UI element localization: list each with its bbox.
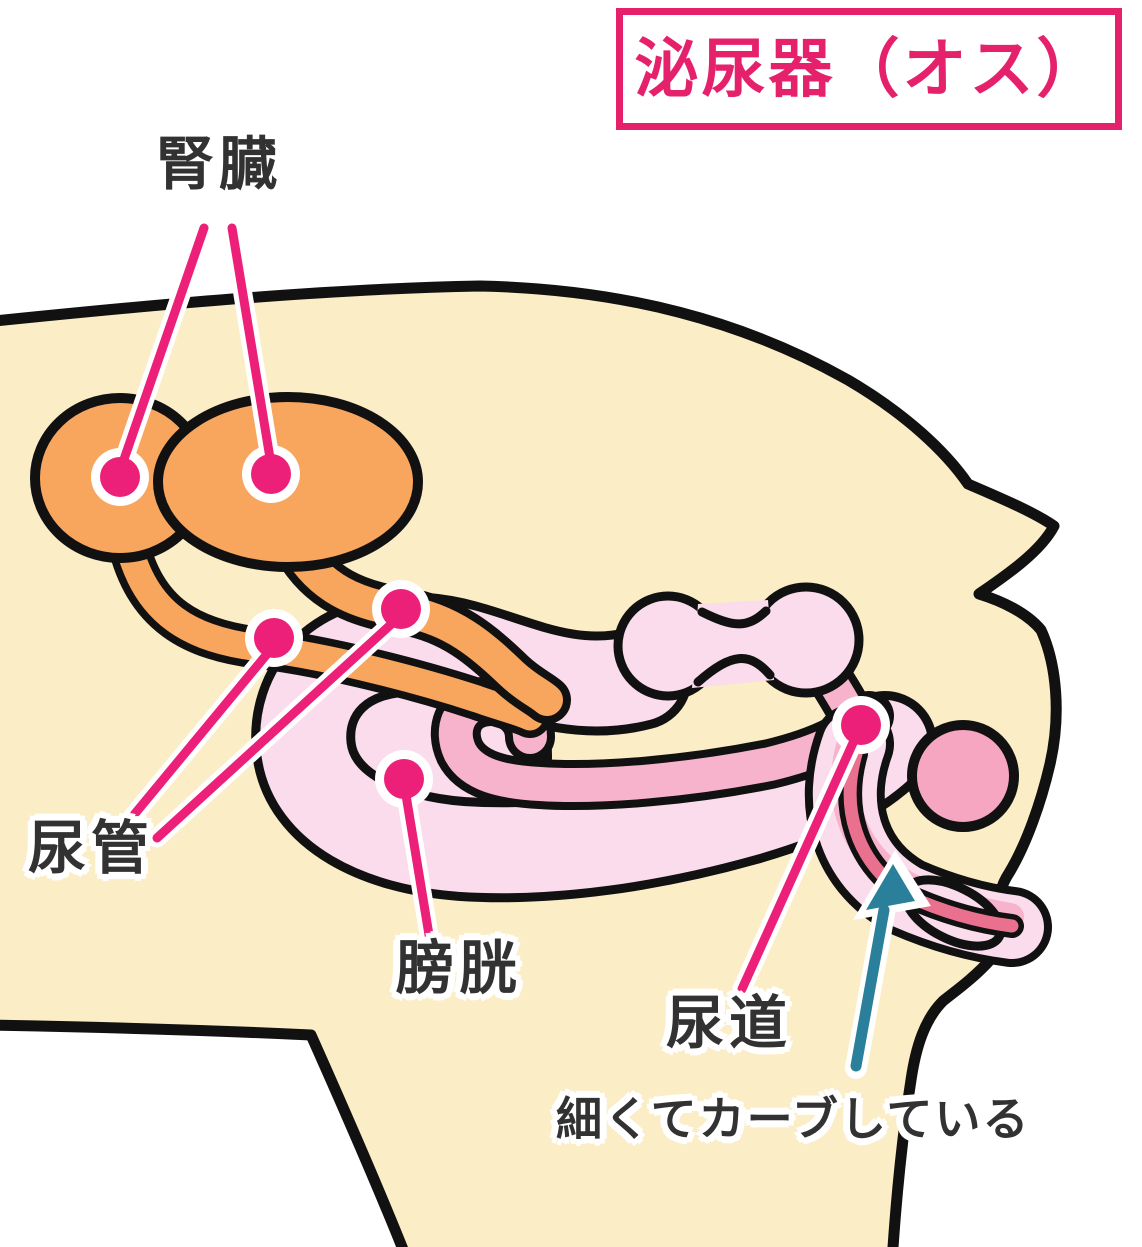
ureter-label: 尿管: [28, 816, 155, 881]
testis-body: [907, 720, 1019, 832]
callout-bladder: [375, 750, 440, 951]
bladder-dot: [384, 759, 424, 799]
ureter-right-fill: [281, 532, 563, 716]
title-box: 泌尿器（オス）: [616, 8, 1122, 130]
pelvic-gland-neck-bottom: [693, 654, 775, 687]
ureter-right-dot: [381, 589, 421, 629]
testis-shape: [907, 720, 1019, 832]
callout-kidney-left: [91, 218, 214, 506]
kidney-left-dot: [100, 457, 140, 497]
callout-ureter-left: [123, 609, 303, 826]
ureters: [107, 521, 571, 738]
callout-kidney-right: [222, 218, 300, 503]
ureter-left-fill: [114, 528, 544, 731]
bladder-label: 膀胱: [396, 936, 523, 1001]
kidney-label: 腎臓: [156, 132, 283, 197]
urethra-label: 尿道: [666, 991, 793, 1056]
callout-urethra: [732, 696, 890, 999]
kidney-right-dot: [251, 454, 291, 494]
note-arrow-icon: [845, 850, 931, 1079]
urethra-dot: [841, 705, 881, 745]
callout-ureter-right: [147, 580, 430, 848]
ureter-left-dot: [254, 618, 294, 658]
urethra-note-label: 細くてカーブしている: [556, 1093, 1031, 1145]
page-title: 泌尿器（オス）: [634, 33, 1104, 105]
callouts: [91, 218, 890, 999]
pelvic-glands: [613, 582, 864, 701]
pelvic-gland-neck-top: [697, 606, 771, 629]
